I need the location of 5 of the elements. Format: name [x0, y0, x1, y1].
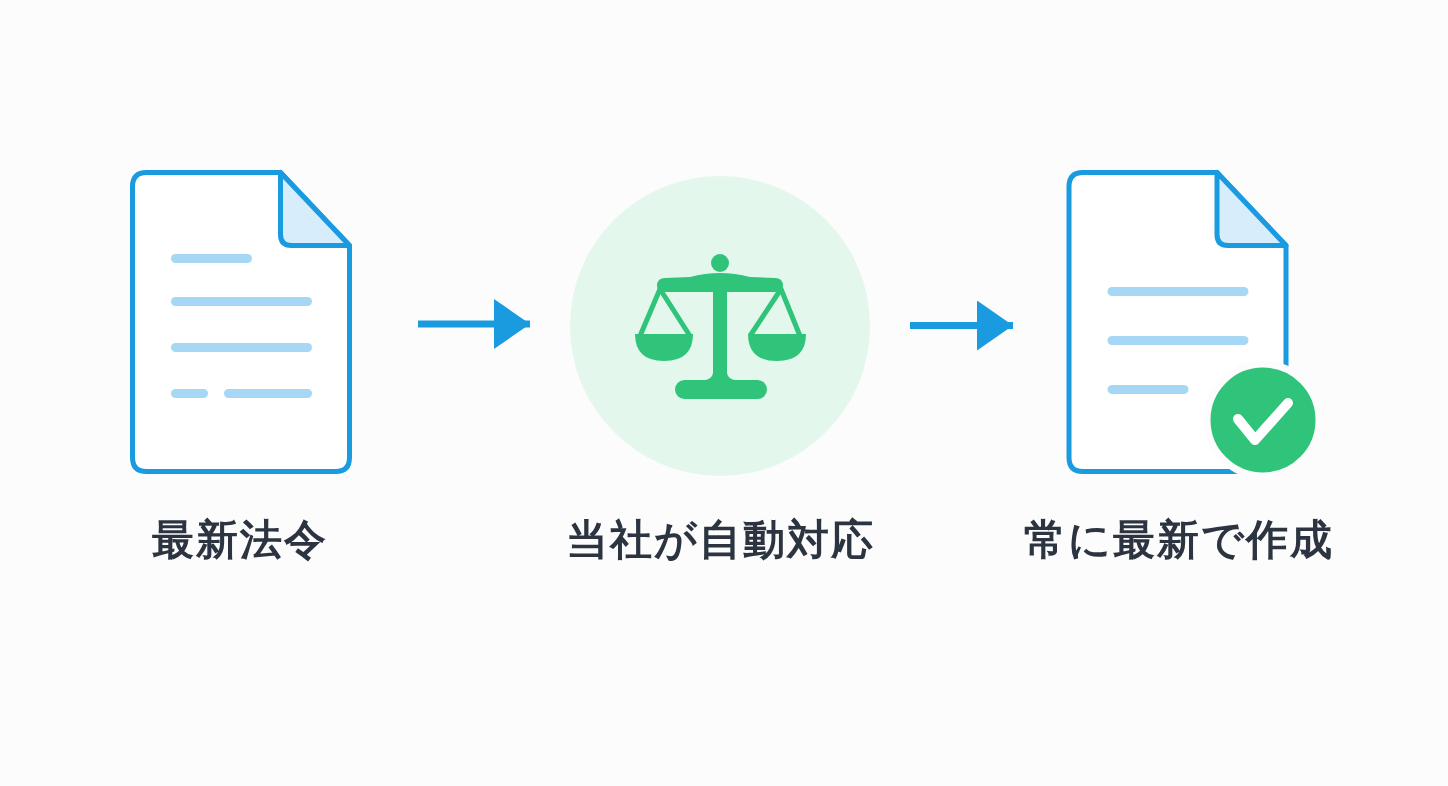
- balance-scale-illustration: [570, 176, 870, 476]
- document-illustration: [130, 170, 352, 474]
- step-label: 当社が自動対応: [565, 517, 875, 564]
- step-label: 最新法令: [152, 517, 328, 564]
- step-label: 常に最新で作成: [1024, 517, 1334, 564]
